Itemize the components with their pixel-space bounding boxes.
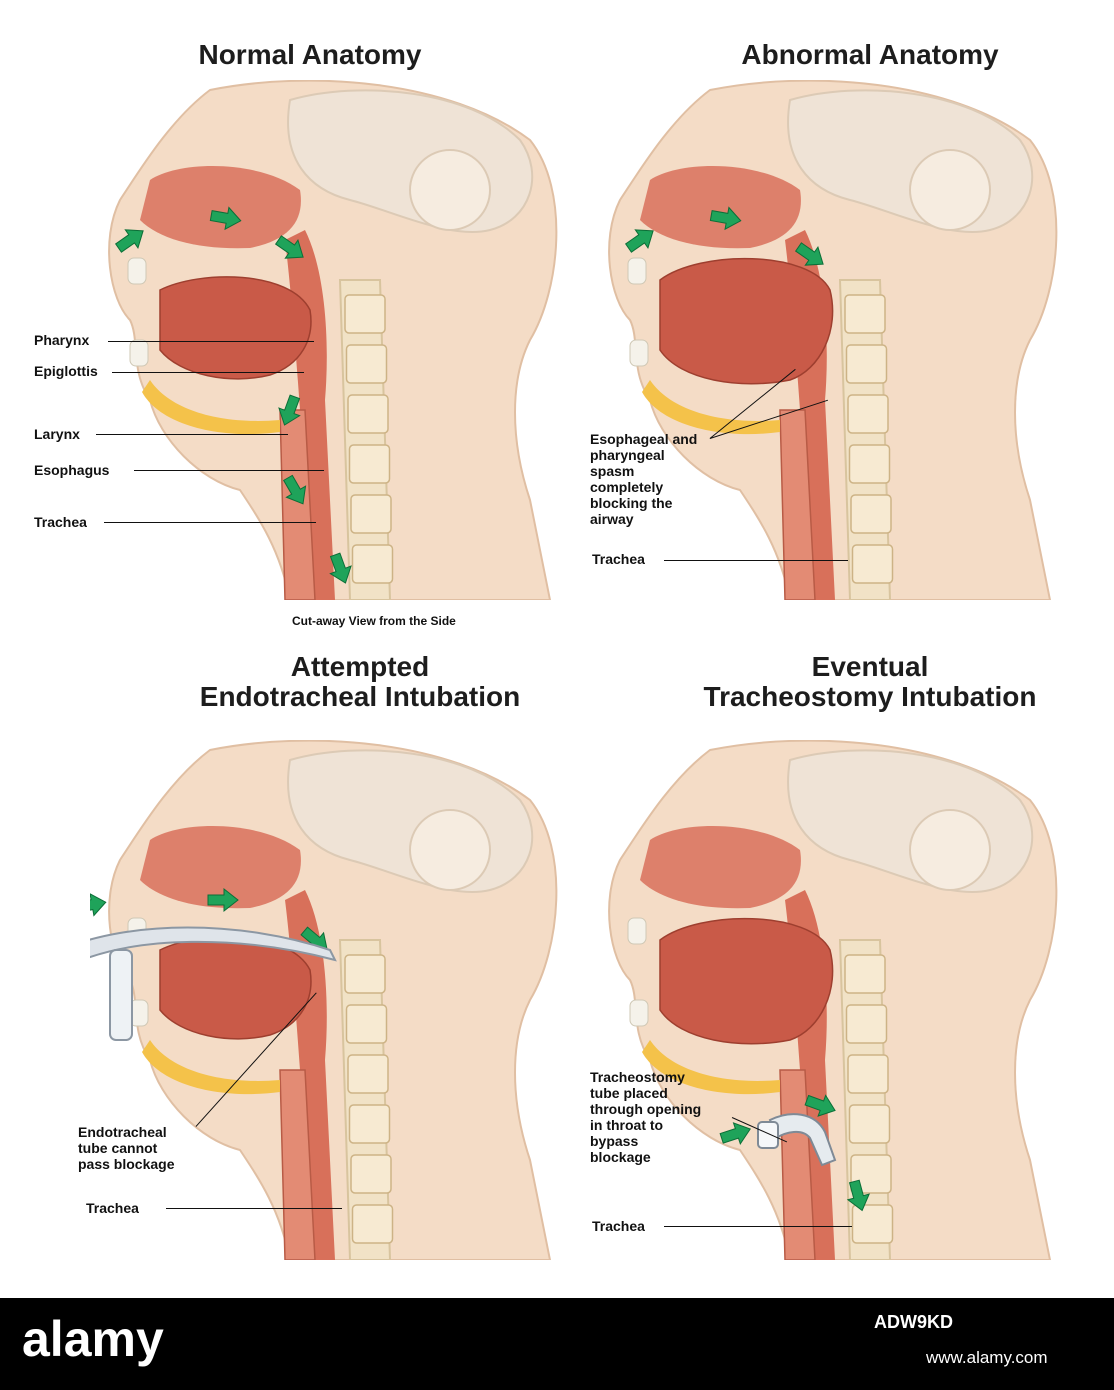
vertebra: [847, 394, 889, 434]
airflow-arrow: [709, 206, 742, 231]
label-epiglottis: Epiglottis: [34, 363, 98, 379]
nasal-cavity: [640, 826, 801, 909]
cerebellum: [909, 809, 991, 891]
airflow-arrow: [624, 229, 654, 253]
vertebra: [347, 394, 389, 434]
label-tracheostomy-tube: Tracheostomy tube placed through opening…: [590, 1069, 702, 1166]
submental-fat: [142, 380, 280, 435]
vertebra: [851, 544, 894, 584]
image-id: ADW9KD: [874, 1312, 953, 1332]
tracheostomy-tube: [768, 1113, 837, 1167]
cerebellum: [409, 149, 491, 231]
airflow-arrow: [846, 1179, 871, 1212]
nasal-cavity: [640, 166, 801, 249]
airflow-arrow: [274, 235, 304, 259]
trachea-tube: [279, 1069, 316, 1260]
leader-trachea-normal: [104, 522, 316, 524]
submental-fat: [642, 1040, 780, 1095]
airflow-arrow: [209, 206, 242, 231]
label-spasm: Esophageal and pharyngeal spasm complete…: [590, 431, 698, 528]
label-pharynx: Pharynx: [34, 332, 90, 348]
label-trachea-normal: Trachea: [34, 514, 87, 530]
laryngoscope-handle: [109, 949, 133, 1041]
label-trachea-attempted: Trachea: [86, 1200, 139, 1216]
lower-teeth: [129, 339, 149, 367]
illustration-tracheostomy-intubation: [608, 740, 1058, 1260]
illustration-abnormal-anatomy: [608, 80, 1058, 600]
title-normal-anatomy: Normal Anatomy: [198, 39, 422, 70]
vertebra: [850, 494, 892, 534]
vertebra: [348, 1104, 391, 1144]
vertebra: [350, 494, 392, 534]
leader-larynx: [96, 434, 288, 436]
label-esophagus: Esophagus: [34, 462, 110, 478]
upper-teeth: [627, 917, 647, 945]
airflow-arrow: [207, 887, 239, 913]
airflow-arrow: [329, 552, 352, 584]
vertebra: [347, 1054, 389, 1094]
caption-cutaway-view: Cut-away View from the Side: [292, 614, 456, 628]
label-trachea-eventual: Trachea: [592, 1218, 645, 1234]
vertebra: [350, 1154, 392, 1194]
title-abnormal-anatomy: Abnormal Anatomy: [741, 39, 999, 70]
vertebra: [850, 1154, 892, 1194]
vertebra: [345, 344, 388, 384]
lower-teeth: [629, 339, 649, 367]
nasal-cavity: [140, 166, 301, 249]
airflow-arrow: [114, 229, 144, 253]
vertebra: [845, 1004, 888, 1044]
laryngoscope-blade: [90, 926, 337, 962]
vertebra: [345, 1004, 388, 1044]
tongue: [659, 917, 834, 1045]
leader-esophagus: [134, 470, 324, 472]
airflow-arrow: [794, 242, 824, 266]
vertebra: [351, 544, 394, 584]
vertebra: [845, 344, 888, 384]
cerebellum: [409, 809, 491, 891]
vertebra: [344, 954, 386, 994]
airflow-arrow: [719, 1122, 751, 1145]
site-url: www.alamy.com: [926, 1348, 1048, 1367]
submental-fat: [142, 1040, 280, 1095]
upper-teeth: [627, 257, 647, 285]
airflow-arrow: [90, 892, 107, 917]
label-endotracheal-tube: Endotracheal tube cannot pass blockage: [78, 1124, 175, 1173]
watermark-bar: [0, 1298, 1114, 1390]
leader-trachea-abnormal: [664, 560, 848, 562]
tongue: [159, 276, 312, 380]
vertebra: [851, 1204, 894, 1244]
title-eventual-tracheostomy-intubation: Eventual Tracheostomy Intubation: [703, 651, 1037, 713]
upper-teeth: [127, 257, 147, 285]
vertebra: [351, 1204, 394, 1244]
vertebra: [848, 444, 891, 484]
vertebra: [348, 444, 391, 484]
submental-fat: [642, 380, 780, 435]
leader-trachea-attempted: [166, 1208, 342, 1210]
alamy-logo: alamy: [22, 1312, 164, 1367]
vertebra: [848, 1104, 891, 1144]
label-larynx: Larynx: [34, 426, 80, 442]
airflow-arrow: [278, 394, 301, 426]
cerebellum: [909, 149, 991, 231]
airflow-arrow: [804, 1094, 836, 1117]
tongue: [659, 257, 834, 385]
trachea-tube: [279, 409, 316, 600]
leader-trachea-eventual: [664, 1226, 852, 1228]
svg-text:alamy: alamy: [22, 1312, 164, 1367]
leader-epiglottis: [112, 372, 304, 374]
airflow-arrow: [282, 474, 307, 505]
label-trachea-abnormal: Trachea: [592, 551, 645, 567]
vertebra: [344, 294, 386, 334]
title-attempted-endotracheal-intubation: Attempted Endotracheal Intubation: [199, 651, 521, 713]
leader-pharynx: [108, 341, 314, 343]
tracheostomy-flange: [757, 1121, 779, 1149]
illustration-attempted-intubation: [90, 740, 558, 1260]
vertebra: [847, 1054, 889, 1094]
lower-teeth: [629, 999, 649, 1027]
vertebra: [844, 954, 886, 994]
vertebra: [844, 294, 886, 334]
nasal-cavity: [140, 826, 301, 909]
